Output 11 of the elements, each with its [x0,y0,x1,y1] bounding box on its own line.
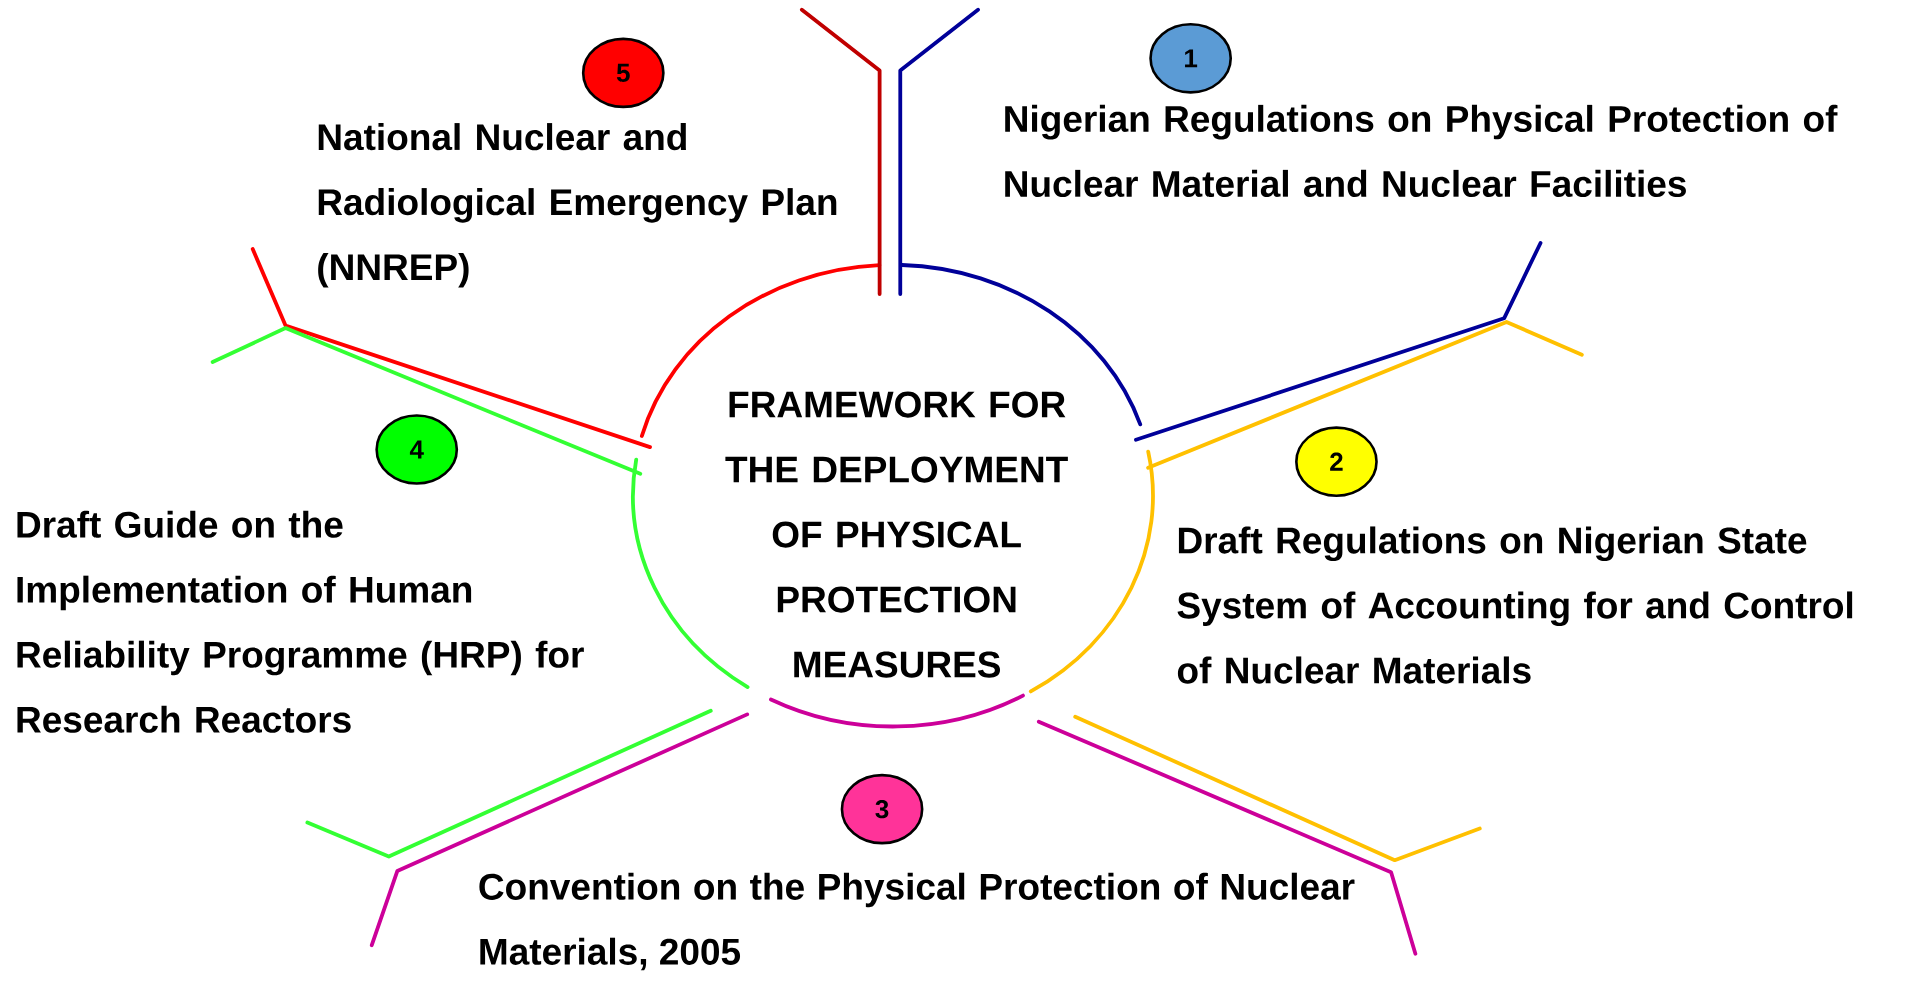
description-text: National Nuclear and Radiological Emergency Plan (NNREP) [318,123,837,288]
description-text: Convention on the Physical Protection of Nuclear Materials, 2005 [479,872,1355,971]
number-badge: 3 [840,774,924,845]
number-badge: 1 [1149,23,1232,94]
description-text: Draft Regulations on Nigerian State System of Accounting for and Control of Nuclear Materials [1177,526,1853,684]
number-badge: 2 [1295,426,1378,498]
description-text: Nigerian Regulations on Physical Protection of Nuclear Material and Nuclear Facilities [1005,105,1838,198]
center-title: FRAMEWORK FOR THE DEPLOYMENT OF PHYSICAL PROTECTION MEASURES [725,391,1068,678]
description-text: Draft Guide on the Implementation of Human Reliability Programme (HRP) for Research Reactors [17,510,584,734]
number-badge: 4 [375,414,459,486]
number-badge: 5 [581,37,665,109]
